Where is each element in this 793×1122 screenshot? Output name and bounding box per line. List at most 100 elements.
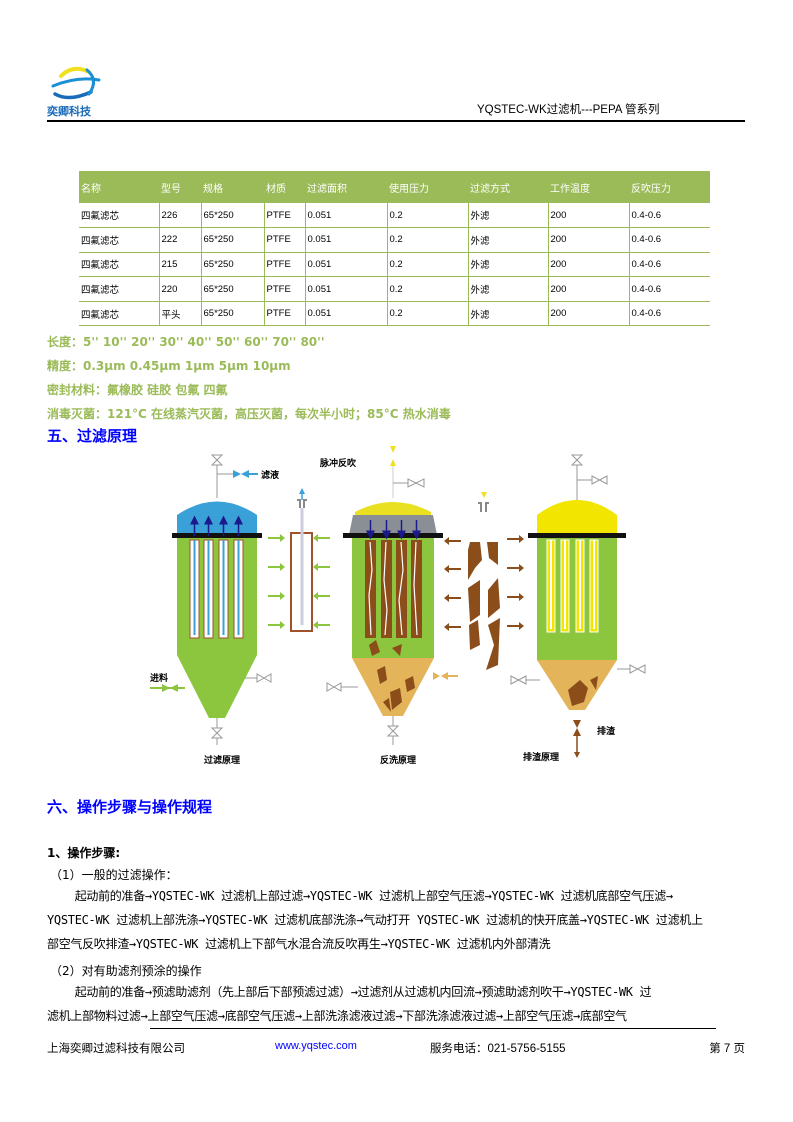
table-cell: 外滤 [467, 301, 548, 327]
table-cell: 65*250 [200, 227, 264, 253]
column-header: 规格 [201, 171, 264, 203]
column-header: 工作温度 [548, 171, 629, 203]
table-cell: 65*250 [200, 203, 264, 229]
spec-length: 长度：5'' 10'' 20'' 30'' 40'' 50'' 60'' 70'… [47, 335, 325, 349]
column-header: 过滤面积 [305, 171, 387, 203]
column-header: 使用压力 [387, 171, 468, 203]
header-title: YQSTEC-WK过滤机---PEPA 管系列 [477, 104, 660, 116]
table-cell: 65*250 [200, 252, 264, 278]
table-cell: 0.051 [304, 276, 387, 302]
filter-principle-diagram: 滤液 [140, 440, 660, 770]
table-cell: 外滤 [467, 227, 548, 253]
filter-diagram-illustration: 滤液 [150, 446, 646, 766]
footer-company: 上海奕卿过滤科技有限公司 [47, 1043, 185, 1055]
header-divider [47, 120, 745, 122]
company-logo: 奕卿科技 [47, 62, 107, 118]
table-cell: 0.4-0.6 [628, 203, 710, 229]
table-cell: 四氟滤芯 [79, 301, 159, 327]
table-cell: 222 [158, 227, 201, 253]
table-cell: 0.051 [304, 252, 387, 278]
logo-text: 奕卿科技 [47, 105, 91, 118]
table-cell: 0.4-0.6 [628, 276, 710, 302]
table-cell: 65*250 [200, 276, 264, 302]
svg-text:滤液: 滤液 [261, 469, 280, 481]
table-cell: 外滤 [467, 203, 548, 229]
page-number: 第 7 页 [709, 1043, 745, 1055]
table-cell: 215 [158, 252, 201, 278]
item1-paragraph: 起动前的准备→YQSTEC-WK 过滤机上部过滤→YQSTEC-WK 过滤机上部… [47, 884, 703, 956]
table-cell: 0.4-0.6 [628, 252, 710, 278]
filter-element-detail-1 [268, 488, 330, 632]
spec-sterilization: 消毒灭菌：121°C 在线蒸汽灭菌，高压灭菌，每次半小时；85°C 热水消毒 [47, 407, 451, 421]
table-cell: 0.2 [386, 276, 468, 302]
svg-text:排渣: 排渣 [597, 725, 616, 737]
vessel-discharge: 排渣 排渣原理 [510, 454, 646, 763]
svg-text:排渣原理: 排渣原理 [523, 751, 559, 763]
table-cell: PTFE [263, 252, 305, 278]
column-header: 反吹压力 [629, 171, 710, 203]
spec-seal-material: 密封材料：氟橡胶 硅胶 包氟 四氟 [47, 383, 228, 397]
table-cell: 220 [158, 276, 201, 302]
table-cell: 0.2 [386, 301, 468, 327]
table-row: 四氟滤芯 220 65*250 PTFE 0.051 0.2 外滤 200 0.… [79, 276, 710, 302]
table-cell: 外滤 [467, 252, 548, 278]
table-cell: 200 [547, 227, 629, 253]
paragraph-line: 起动前的准备→YQSTEC-WK 过滤机上部过滤→YQSTEC-WK 过滤机上部… [47, 889, 673, 903]
table-cell: 四氟滤芯 [79, 227, 159, 253]
column-header: 名称 [79, 171, 159, 203]
column-header: 材质 [264, 171, 305, 203]
svg-text:进料: 进料 [150, 672, 168, 684]
column-header: 过滤方式 [468, 171, 548, 203]
table-cell: 0.051 [304, 203, 387, 229]
table-cell: PTFE [263, 301, 305, 327]
table-cell: 0.4-0.6 [628, 301, 710, 327]
table-row: 四氟滤芯 平头 65*250 PTFE 0.051 0.2 外滤 200 0.4… [79, 301, 710, 327]
column-header: 型号 [159, 171, 201, 203]
subheading-steps: 1、操作步骤: [47, 846, 121, 860]
section-heading-operation: 六、操作步骤与操作规程 [47, 798, 213, 816]
paragraph-line: 部空气反吹排渣→YQSTEC-WK 过滤机上下部气水混合流反吹再生→YQSTEC… [47, 937, 551, 951]
spec-precision: 精度：0.3μm 0.45μm 1μm 5μm 10μm [47, 359, 291, 373]
table-cell: 226 [158, 203, 201, 229]
table-row: 四氟滤芯 226 65*250 PTFE 0.051 0.2 外滤 200 0.… [79, 203, 710, 229]
footer-phone: 服务电话：021-5756-5155 [430, 1043, 566, 1055]
item2-paragraph: 起动前的准备→预滤助滤剂（先上部后下部预滤过滤）→过滤剂从过滤机内回流→预滤助滤… [47, 980, 652, 1028]
item2-title: （2）对有助滤剂预涂的操作 [50, 964, 202, 978]
paragraph-line: 滤机上部物料过滤→上部空气压滤→底部空气压滤→上部洗涤滤液过滤→下部洗涤滤液过滤… [47, 1009, 627, 1023]
table-cell: 0.4-0.6 [628, 227, 710, 253]
footer-website-link[interactable]: www.yqstec.com [275, 1040, 357, 1052]
table-header-row: 名称 型号 规格 材质 过滤面积 使用压力 过滤方式 工作温度 反吹压力 [79, 171, 710, 203]
globe-logo-icon [51, 66, 101, 100]
spec-table: 名称 型号 规格 材质 过滤面积 使用压力 过滤方式 工作温度 反吹压力 四氟滤… [79, 171, 710, 327]
table-cell: PTFE [263, 203, 305, 229]
svg-text:脉冲反吹: 脉冲反吹 [319, 457, 357, 469]
table-cell: 200 [547, 203, 629, 229]
table-cell: 200 [547, 301, 629, 327]
table-cell: 0.2 [386, 227, 468, 253]
table-cell: 0.051 [304, 301, 387, 327]
table-cell: 0.051 [304, 227, 387, 253]
table-cell: 平头 [158, 301, 201, 327]
table-cell: PTFE [263, 276, 305, 302]
svg-text:反洗原理: 反洗原理 [380, 754, 416, 766]
footer-divider [150, 1028, 716, 1029]
table-cell: 200 [547, 252, 629, 278]
table-cell: 0.2 [386, 252, 468, 278]
table-row: 四氟滤芯 222 65*250 PTFE 0.051 0.2 外滤 200 0.… [79, 227, 710, 253]
vessel-filtering: 滤液 [150, 454, 280, 766]
vessel-backwash: 脉冲反吹 [319, 446, 458, 766]
table-cell: 四氟滤芯 [79, 276, 159, 302]
table-cell: PTFE [263, 227, 305, 253]
table-cell: 0.2 [386, 203, 468, 229]
table-row: 四氟滤芯 215 65*250 PTFE 0.051 0.2 外滤 200 0.… [79, 252, 710, 278]
paragraph-line: YQSTEC-WK 过滤机上部洗涤→YQSTEC-WK 过滤机底部洗涤→气动打开… [47, 913, 703, 927]
paragraph-line: 起动前的准备→预滤助滤剂（先上部后下部预滤过滤）→过滤剂从过滤机内回流→预滤助滤… [47, 985, 652, 999]
filter-element-detail-2 [444, 492, 524, 670]
svg-text:过滤原理: 过滤原理 [204, 754, 240, 766]
table-cell: 200 [547, 276, 629, 302]
table-cell: 65*250 [200, 301, 264, 327]
item1-title: （1）一般的过滤操作： [50, 868, 178, 882]
section-heading-filter-principle: 五、过滤原理 [47, 427, 138, 445]
table-cell: 四氟滤芯 [79, 252, 159, 278]
